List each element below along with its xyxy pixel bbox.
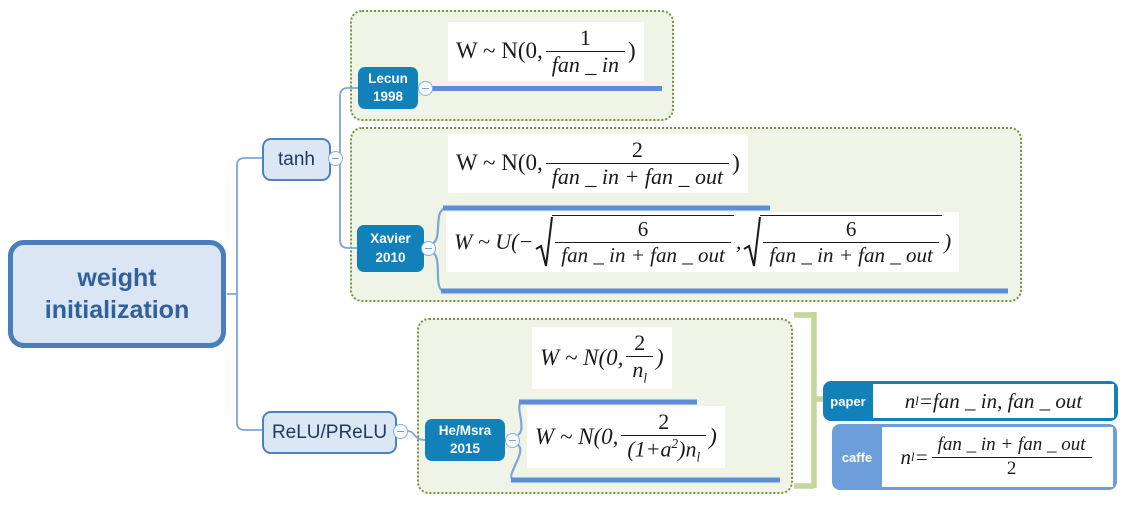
green-bracket [794, 312, 826, 489]
node-lecun-1998[interactable]: Lecun 1998 [358, 67, 418, 109]
root-line2: initialization [44, 296, 190, 324]
note-paper-label: paper [830, 393, 866, 409]
formula-xavier-normal[interactable]: W ~ N(0, 2 fan _ in + fan _ out ) [448, 134, 748, 193]
formula-text: W ~ U(− [454, 229, 534, 254]
node-lecun-line2: 1998 [372, 89, 404, 104]
thick-branch-underlines [432, 86, 1008, 483]
branch-relu-prelu[interactable]: ReLU/PReLU [262, 411, 397, 454]
branch-tanh-label: tanh [278, 148, 315, 170]
collapse-icon-tanh[interactable]: − [328, 151, 343, 166]
formula-he-prelu-normal[interactable]: W ~ N(0, 2 (1+a2)nl ) [527, 406, 725, 469]
collapse-icon-xavier[interactable]: − [421, 241, 436, 256]
sqrt-radical: 6 fan _ in + fan _ out [743, 215, 942, 269]
root-line1: weight [77, 263, 157, 292]
formula-text: W ~ N(0, [456, 150, 543, 176]
formula-text: ) [943, 229, 952, 254]
branch-tanh[interactable]: tanh [262, 138, 331, 181]
branch-relu-prelu-label: ReLU/PReLU [271, 421, 388, 443]
formula-text: ) [628, 38, 636, 64]
formula-text: ) [709, 424, 717, 450]
fraction: 2 fan _ in + fan _ out [545, 137, 730, 190]
formula-text: , [735, 229, 742, 254]
formula-text: W ~ N(0, [456, 38, 543, 64]
sqrt-radical: 6 fan _ in + fan _ out [535, 215, 734, 269]
root-node[interactable]: weight initialization [8, 240, 226, 348]
formula-text: W ~ N(0, [535, 424, 619, 450]
collapse-icon-lecun[interactable]: − [418, 81, 433, 96]
formula-text: W ~ N(0, [540, 344, 624, 370]
fraction: 1 fan _ in [545, 25, 625, 78]
node-he-line2: 2015 [449, 441, 481, 456]
formula-xavier-uniform[interactable]: W ~ U(− 6 fan _ in + fan _ out , 6 fan _… [446, 212, 960, 272]
node-he-line1: He/Msra [438, 422, 492, 438]
fraction: 2 nl [626, 330, 654, 386]
collapse-icon-he[interactable]: − [505, 433, 520, 448]
formula-text: ) [656, 344, 664, 370]
radical-sign-icon [743, 216, 762, 267]
formula-text: ) [732, 150, 740, 176]
node-xavier-2010[interactable]: Xavier 2010 [357, 225, 424, 272]
collapse-icon-relu[interactable]: − [393, 424, 408, 439]
thin-branch-lines [227, 87, 426, 441]
note-caffe-label: caffe [841, 449, 873, 465]
formula-he-normal[interactable]: W ~ N(0, 2 nl ) [532, 327, 672, 389]
radical-sign-icon [535, 216, 554, 267]
node-he-msra-2015[interactable]: He/Msra 2015 [425, 419, 505, 461]
formula-lecun-normal[interactable]: W ~ N(0, 1 fan _ in ) [448, 22, 644, 81]
fraction: 2 (1+a2)nl [621, 409, 707, 465]
node-xavier-line1: Xavier [370, 231, 411, 247]
node-xavier-line2: 2010 [375, 249, 406, 265]
node-lecun-line1: Lecun [368, 70, 408, 86]
